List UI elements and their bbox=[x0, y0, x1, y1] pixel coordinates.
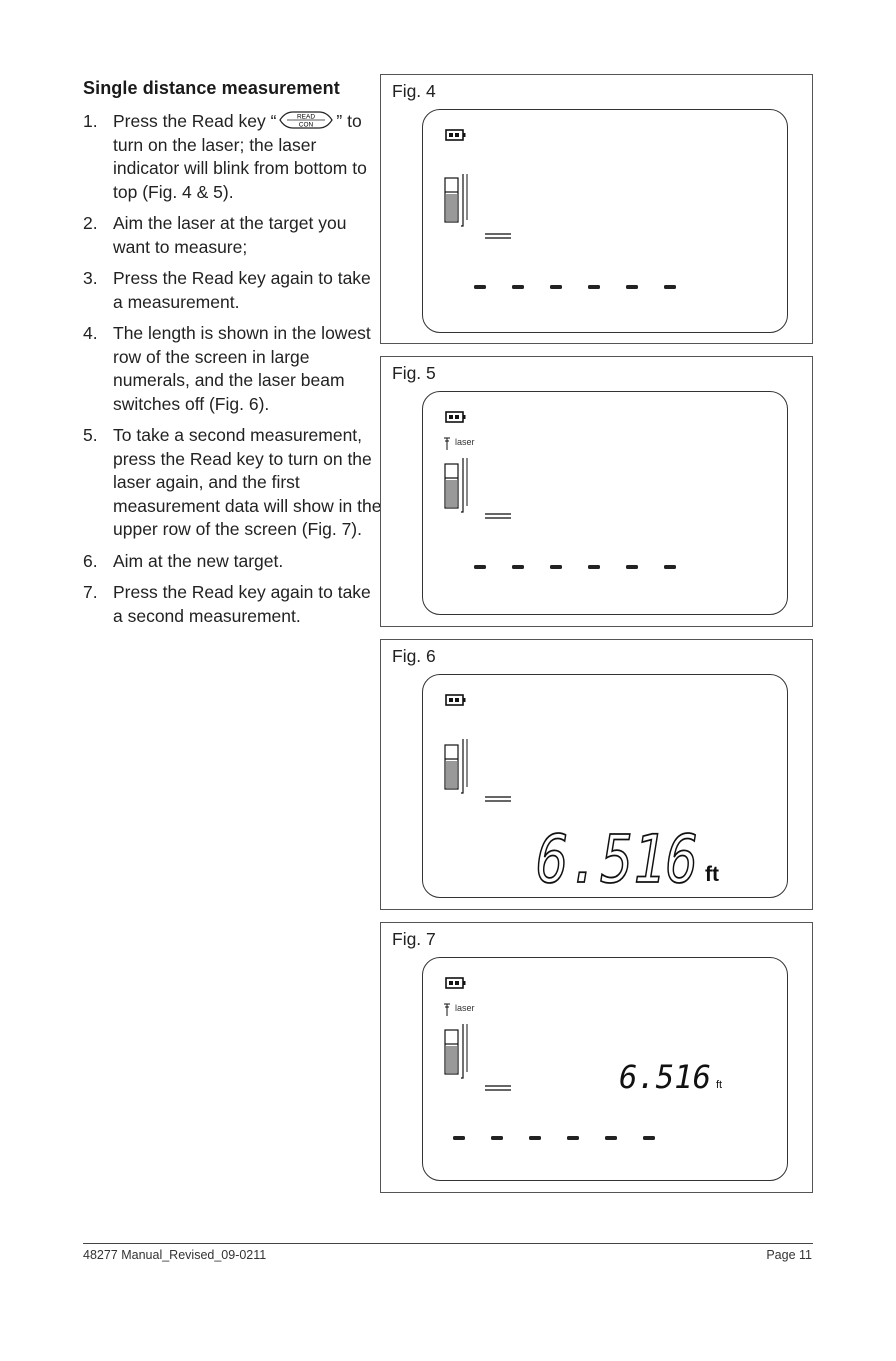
laser-indicator-icon bbox=[444, 1024, 468, 1079]
lcd-screen: laser 6.516 ft bbox=[422, 957, 788, 1181]
step-text: Press the Read key again to take a measu… bbox=[113, 268, 371, 312]
figure-6: Fig. 6 6.516 ft bbox=[380, 639, 813, 910]
figure-title: Fig. 4 bbox=[392, 81, 436, 101]
step-number: 1. bbox=[83, 111, 98, 131]
laser-indicator-icon bbox=[444, 458, 468, 513]
laser-indicator-icon bbox=[444, 174, 468, 227]
battery-icon bbox=[445, 129, 466, 141]
figure-title: Fig. 6 bbox=[392, 646, 436, 666]
dash-sign-icon bbox=[485, 513, 511, 519]
lower-dashes-icon bbox=[474, 565, 676, 569]
lower-dashes-icon bbox=[453, 1136, 655, 1140]
step-text: The length is shown in the lowest row of… bbox=[113, 323, 371, 414]
step-number: 4. bbox=[83, 323, 98, 343]
upper-reading: 6.516 bbox=[619, 1058, 711, 1096]
step-text: Press the Read key again to take a secon… bbox=[113, 582, 371, 626]
step-text: Aim at the new target. bbox=[113, 550, 284, 571]
dash-sign-icon bbox=[485, 233, 511, 239]
list-item: 3. Press the Read key again to take a me… bbox=[83, 267, 383, 314]
step-number: 3. bbox=[83, 268, 98, 288]
footer-divider bbox=[83, 1243, 813, 1244]
dash-sign-icon bbox=[485, 796, 511, 802]
step-text: Press the Read key “ bbox=[113, 111, 277, 131]
lower-reading: 6.516 bbox=[536, 821, 698, 898]
read-key-top-label: READ bbox=[297, 114, 315, 121]
figure-7: Fig. 7 laser bbox=[380, 922, 813, 1193]
figure-5: Fig. 5 laser bbox=[380, 356, 813, 627]
step-number: 6. bbox=[83, 550, 98, 571]
upper-reading-unit: ft bbox=[716, 1079, 722, 1091]
laser-label: laser bbox=[455, 437, 475, 447]
read-key-icon: READ CON bbox=[279, 111, 334, 129]
battery-icon bbox=[445, 411, 466, 423]
list-item: 5. To take a second measurement, press t… bbox=[83, 424, 383, 542]
figure-4: Fig. 4 bbox=[380, 74, 813, 344]
list-item: 4. The length is shown in the lowest row… bbox=[83, 322, 383, 416]
laser-label: laser bbox=[455, 1003, 475, 1013]
lcd-screen bbox=[422, 109, 788, 333]
step-number: 5. bbox=[83, 425, 98, 445]
battery-icon bbox=[445, 977, 466, 989]
step-number: 2. bbox=[83, 213, 98, 233]
section-heading: Single distance measurement bbox=[83, 78, 340, 98]
laser-beam-icon bbox=[444, 1003, 450, 1016]
list-item: 2. Aim the laser at the target you want … bbox=[83, 212, 383, 259]
step-number: 7. bbox=[83, 582, 98, 602]
battery-icon bbox=[445, 694, 466, 706]
lower-dashes-icon bbox=[474, 285, 676, 289]
laser-indicator-icon bbox=[444, 739, 468, 794]
step-text: Aim the laser at the target you want to … bbox=[113, 213, 347, 257]
figure-title: Fig. 7 bbox=[392, 929, 436, 949]
lcd-screen: 6.516 ft bbox=[422, 674, 788, 898]
step-text-continued: ” to turn on the laser; the laser indica… bbox=[113, 111, 367, 202]
page-number: Page 11 bbox=[766, 1248, 812, 1262]
read-key-bottom-label: CON bbox=[299, 122, 314, 129]
list-item: 1. Press the Read key “ READ CON ” to tu… bbox=[83, 110, 383, 204]
figure-title: Fig. 5 bbox=[392, 363, 436, 383]
list-item: 6. Aim at the new target. bbox=[83, 550, 383, 574]
dash-sign-icon bbox=[485, 1085, 511, 1091]
laser-beam-icon bbox=[444, 437, 450, 450]
step-text: To take a second measurement, press the … bbox=[113, 425, 382, 539]
lcd-screen: laser bbox=[422, 391, 788, 615]
instruction-list: 1. Press the Read key “ READ CON ” to tu… bbox=[83, 110, 383, 636]
list-item: 7. Press the Read key again to take a se… bbox=[83, 581, 383, 628]
lower-reading-unit: ft bbox=[705, 863, 719, 886]
footer-document-id: 48277 Manual_Revised_09-0211 bbox=[83, 1248, 267, 1262]
